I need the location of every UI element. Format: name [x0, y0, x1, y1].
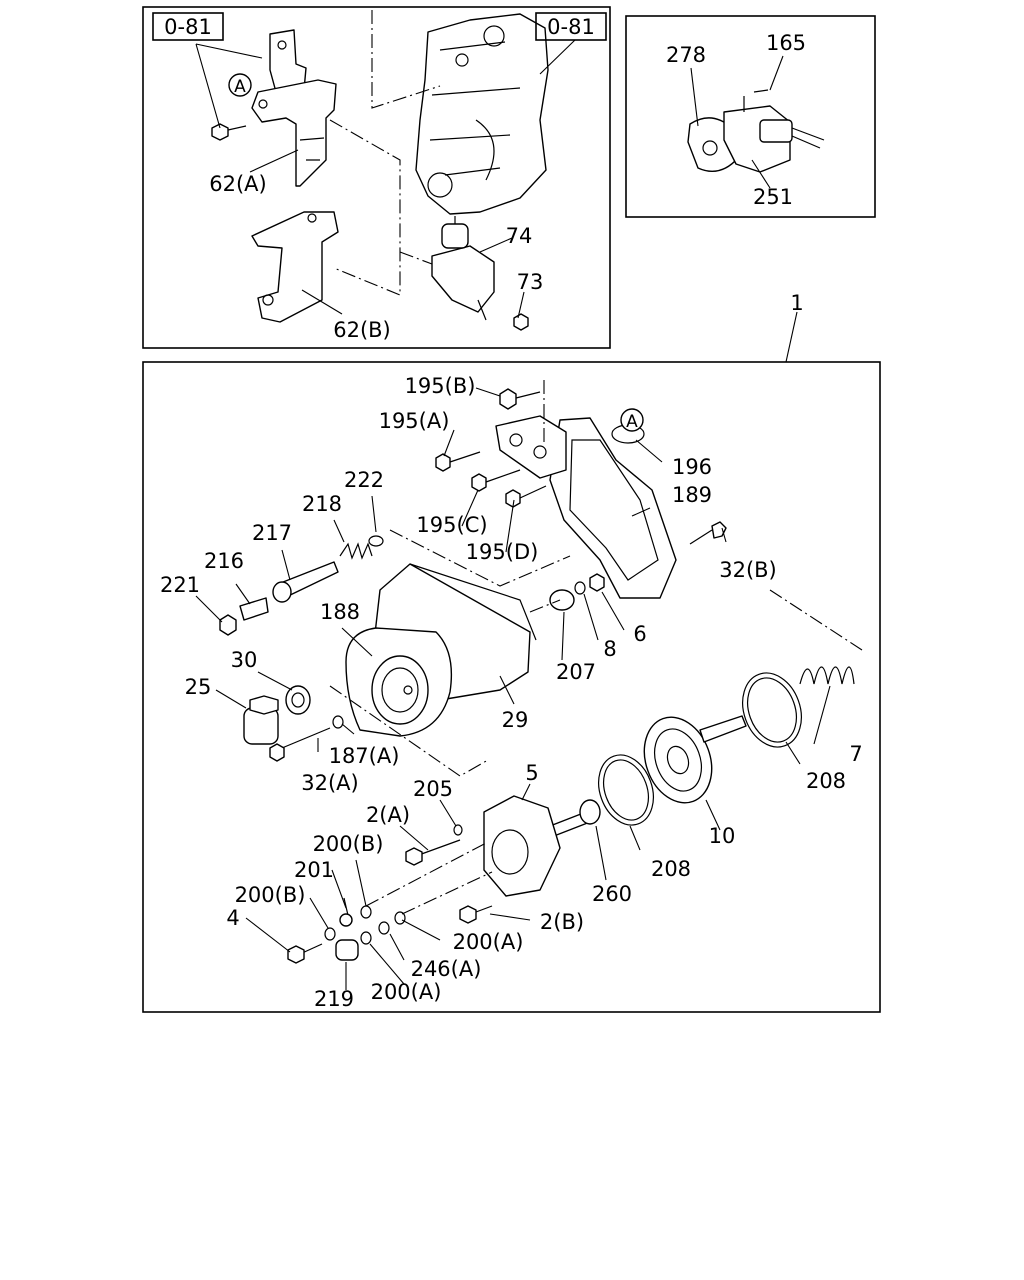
part-label: 62(B): [333, 318, 391, 342]
callout-mark-upper: A: [228, 73, 252, 97]
svg-text:A: A: [234, 77, 246, 97]
part-label: 32(A): [301, 771, 358, 795]
part-label: 165: [766, 31, 806, 55]
upper-right-frame: [625, 15, 876, 218]
main-assembly-frame: [142, 361, 881, 1013]
part-label: 196: [672, 455, 712, 479]
callout-mark-main: A: [620, 408, 644, 432]
part-label: 5: [525, 761, 538, 785]
upper-left-frame: [142, 6, 611, 349]
part-label: 6: [633, 622, 646, 646]
part-label: 219: [314, 987, 354, 1011]
part-label: 2(A): [366, 803, 410, 827]
part-label: 205: [413, 777, 453, 801]
svg-text:A: A: [626, 412, 638, 432]
part-label: 200(A): [453, 930, 524, 954]
part-label: 74: [506, 224, 533, 248]
part-label: 10: [709, 824, 736, 848]
part-label: 195(B): [405, 374, 476, 398]
part-label: 8: [603, 637, 616, 661]
part-label: 246(A): [411, 957, 482, 981]
assembly-leader: [785, 311, 798, 363]
part-label: 201: [294, 858, 334, 882]
upper-right-parts: [687, 55, 825, 189]
svg-text:0-81: 0-81: [547, 15, 595, 39]
part-label: 278: [666, 43, 706, 67]
part-label: 200(B): [313, 832, 384, 856]
part-label: 195(A): [379, 409, 450, 433]
ref-tag-right: 0-81: [535, 12, 607, 41]
part-label: 216: [204, 549, 244, 573]
part-label: 207: [556, 660, 596, 684]
part-label: 218: [302, 492, 342, 516]
part-label: 25: [185, 675, 212, 699]
part-label: 200(B): [235, 883, 306, 907]
part-label: 62(A): [209, 172, 266, 196]
upper-left-parts: [195, 10, 576, 331]
ref-tag-left: 0-81: [152, 12, 224, 41]
part-label: 188: [320, 600, 360, 624]
part-label: 73: [517, 270, 544, 294]
part-label: 208: [806, 769, 846, 793]
part-label: 208: [651, 857, 691, 881]
part-label: 260: [592, 882, 632, 906]
part-label: 2(B): [540, 910, 584, 934]
part-label: 4: [226, 906, 239, 930]
svg-text:0-81: 0-81: [164, 15, 212, 39]
part-label: 195(D): [466, 540, 539, 564]
part-label: 29: [502, 708, 529, 732]
part-label: 7: [849, 742, 862, 766]
part-label: 187(A): [329, 744, 400, 768]
part-label: 251: [753, 185, 793, 209]
part-label: 222: [344, 468, 384, 492]
part-label: 221: [160, 573, 200, 597]
assembly-number: 1: [790, 291, 803, 315]
part-label: 217: [252, 521, 292, 545]
part-label: 30: [231, 648, 258, 672]
part-label: 189: [672, 483, 712, 507]
part-label: 200(A): [371, 980, 442, 1004]
part-label: 32(B): [719, 558, 777, 582]
main-parts: [195, 380, 863, 990]
part-label: 195(C): [416, 513, 487, 537]
